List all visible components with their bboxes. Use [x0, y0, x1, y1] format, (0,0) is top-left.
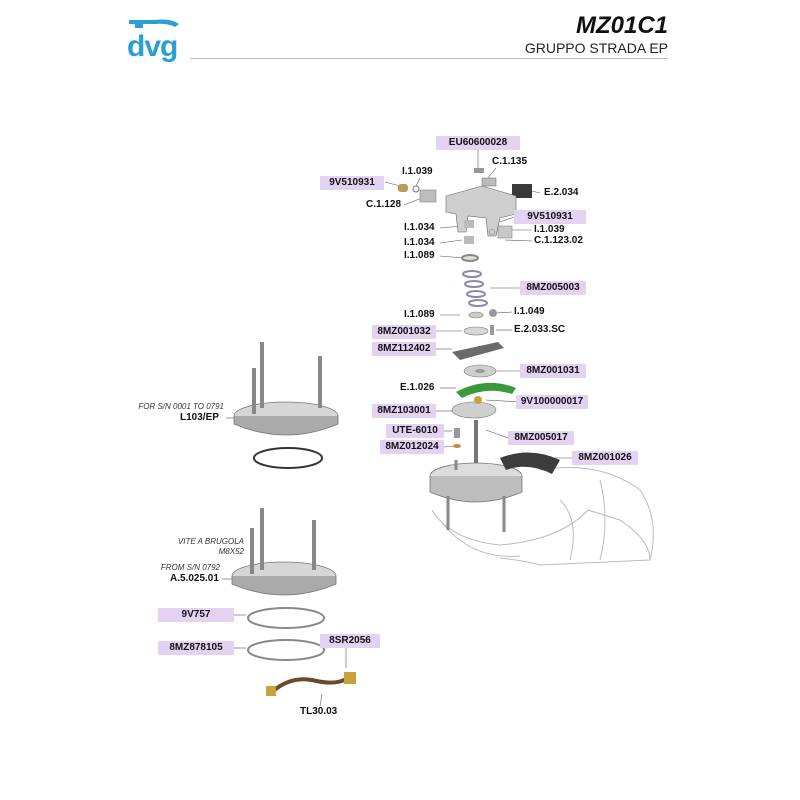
part-label-ute6010: UTE-6010: [386, 424, 444, 438]
plate-l103ep: [233, 342, 339, 469]
part-label-c112302: C.1.123.02: [534, 235, 583, 246]
plate-a502501: [231, 508, 337, 661]
part-label-i1089-a: I.1.089: [404, 250, 435, 261]
page-code: MZ01C1: [575, 12, 668, 39]
part-label-9v510931-b: 9V510931: [514, 210, 586, 224]
part-label-8mz012024: 8MZ012024: [380, 440, 444, 454]
part-label-8mz005003: 8MZ005003: [520, 281, 586, 295]
header-divider: [190, 58, 668, 59]
part-label-i1049: I.1.049: [514, 306, 545, 317]
dvg-logo-text: dvg: [127, 30, 178, 63]
part-label-9v757: 9V757: [158, 608, 234, 622]
washer-stack: [461, 254, 488, 307]
part-label-8mz112402: 8MZ112402: [372, 342, 436, 356]
leader-lines: [222, 150, 572, 707]
part-label-e1026: E.1.026: [400, 382, 435, 393]
bracket-assembly: [398, 168, 532, 244]
part-label-e2033sc: E.2.033.SC: [514, 324, 566, 335]
part-label-8mz103001: 8MZ103001: [372, 404, 436, 418]
part-label-c1128: C.1.128: [366, 199, 402, 210]
part-label-8mz005017: 8MZ005017: [508, 431, 574, 445]
part-label-i1039-b: I.1.039: [534, 224, 565, 235]
part-label-e2034: E.2.034: [544, 187, 579, 198]
part-label-eu60600028: EU60600028: [436, 136, 520, 150]
dvg-logo-mark: [129, 19, 179, 28]
note-vite-a-brugola: VITE A BRUGOLA: [177, 537, 244, 546]
note-m8x52: M8X52: [218, 547, 244, 556]
part-label-i1039-a: I.1.039: [402, 166, 433, 177]
note-from-sn: FROM S/N 0792: [160, 563, 220, 572]
page-subtitle: GRUPPO STRADA EP: [524, 40, 668, 56]
tube-tl3003: [266, 672, 356, 696]
part-label-8mz878105: 8MZ878105: [158, 641, 234, 655]
part-label-i1034-a: I.1.034: [404, 222, 435, 233]
part-label-l103ep: L103/EP: [180, 412, 219, 423]
note-for-sn-range: FOR S/N 0001 TO 0791: [138, 402, 224, 411]
part-label-a502501: A.5.025.01: [170, 573, 219, 584]
part-label-i1089-b: I.1.089: [404, 309, 435, 320]
part-label-c1135: C.1.135: [492, 156, 528, 167]
part-label-9v510931-a: 9V510931: [320, 176, 384, 190]
part-label-9v100000017: 9V100000017: [516, 395, 588, 409]
part-label-8mz001032: 8MZ001032: [372, 325, 436, 339]
part-label-tl3003: TL30.03: [300, 706, 338, 717]
part-label-i1034-b: I.1.034: [404, 237, 435, 248]
part-label-8mz001026: 8MZ001026: [572, 451, 638, 465]
group-body: [431, 467, 654, 566]
part-label-8mz001031: 8MZ001031: [520, 364, 586, 378]
part-label-8sr2056: 8SR2056: [320, 634, 380, 648]
